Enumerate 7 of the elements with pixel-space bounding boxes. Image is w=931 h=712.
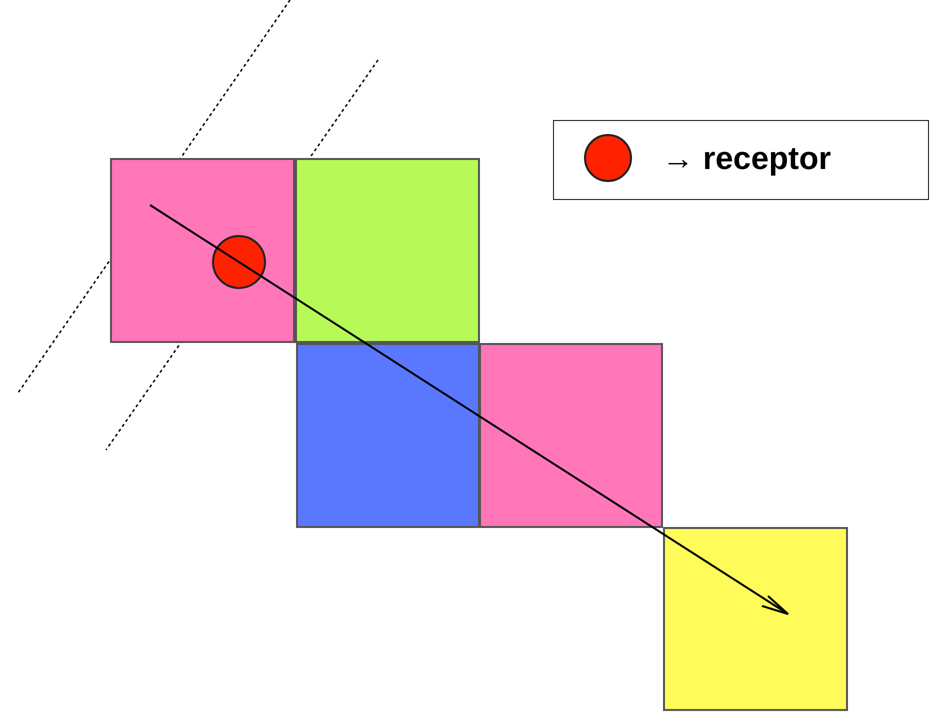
square (479, 343, 663, 528)
square (110, 158, 295, 343)
square (663, 527, 848, 711)
square (296, 343, 480, 528)
receptor-circle (212, 235, 266, 289)
legend-text: → receptor (662, 140, 831, 176)
square (295, 158, 480, 343)
